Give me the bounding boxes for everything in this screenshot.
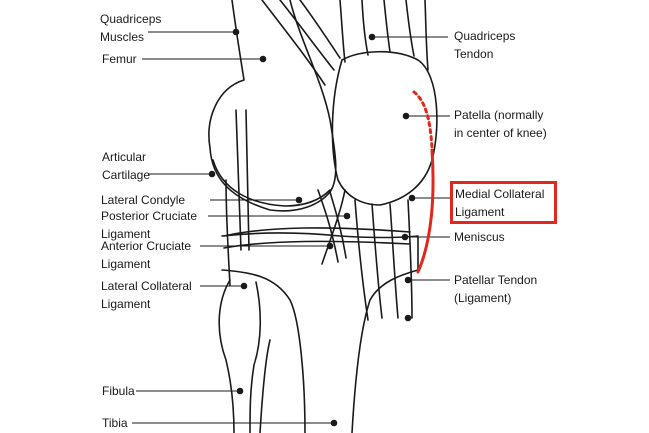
mcl-solid-line	[416, 148, 435, 274]
patellar-tendon-dot	[404, 314, 412, 322]
label-meniscus: Meniscus	[454, 230, 505, 244]
fibula-outline	[249, 281, 262, 433]
meniscus-outline	[223, 240, 411, 249]
quad-muscle-fiber	[279, 0, 335, 71]
quad-muscle-fiber	[261, 0, 326, 86]
quad-muscle-fiber	[299, 0, 341, 59]
cruciate-ligament	[329, 191, 347, 259]
quad-tendon-fiber	[339, 0, 346, 63]
lcl-line	[225, 179, 231, 286]
patellar-tendon-fiber	[389, 203, 399, 319]
cartilage-rim	[212, 159, 331, 207]
femur-outline	[208, 0, 337, 212]
quad-tendon-fiber	[405, 0, 415, 57]
tibia-outline	[221, 232, 419, 433]
patella-outline	[331, 50, 438, 206]
femur-shaft-line	[235, 109, 242, 251]
label-patellar-tendon: Patellar Tendon(Ligament)	[454, 273, 538, 305]
medial-collateral-highlight-box	[450, 181, 557, 224]
patellar-tendon-fiber	[354, 199, 369, 321]
tibia-outline	[221, 269, 306, 433]
cruciate-ligament	[321, 189, 346, 265]
quad-tendon-fiber	[424, 0, 429, 71]
patellar-tendon-fiber	[407, 199, 413, 319]
label-femur: Femur	[102, 52, 137, 66]
femur-shaft-line	[245, 109, 250, 251]
label-tibia: Tibia	[102, 416, 128, 430]
label-fibula: Fibula	[102, 384, 135, 398]
mcl-dotted-line	[412, 90, 434, 150]
fibula-outline	[218, 279, 235, 433]
label-lateral-condyle: Lateral Condyle	[101, 193, 186, 207]
quad-tendon-fiber	[361, 0, 369, 56]
patellar-tendon-fiber	[371, 203, 383, 319]
meniscus-outline	[223, 227, 411, 237]
tibia-outline	[259, 339, 271, 433]
quad-tendon-fiber	[383, 0, 391, 53]
cruciate-ligament	[317, 189, 339, 263]
